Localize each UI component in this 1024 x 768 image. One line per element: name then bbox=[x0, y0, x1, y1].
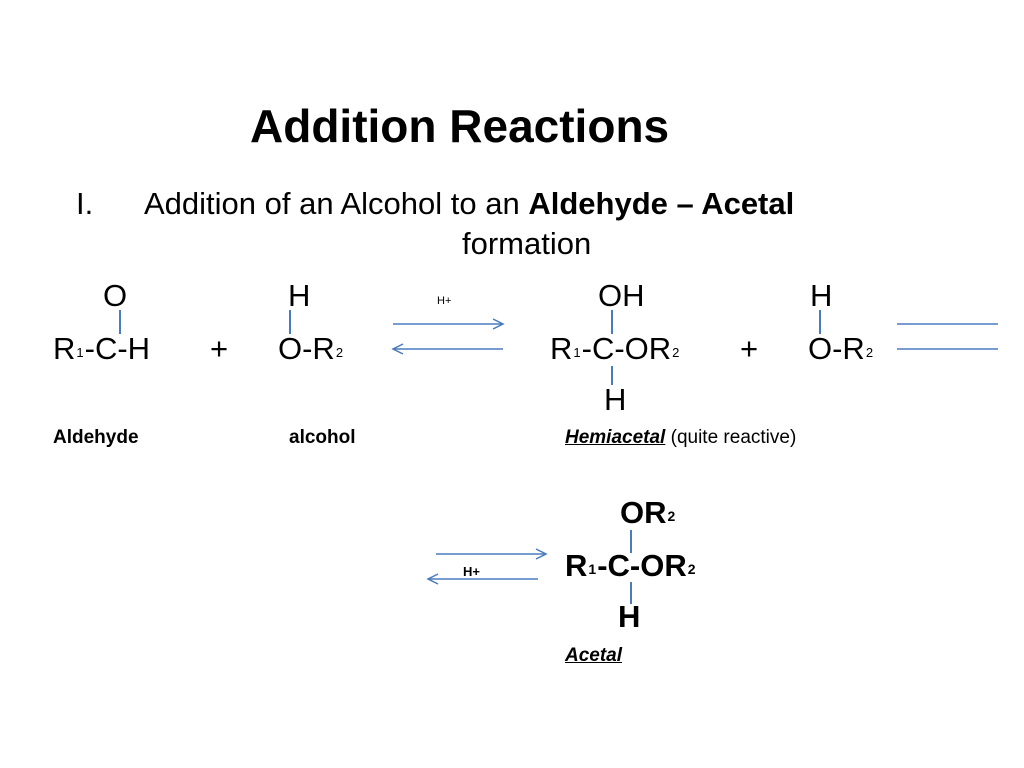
aldehyde-ch: -C-H bbox=[84, 331, 151, 366]
acetal-cor-sub: 2 bbox=[687, 561, 696, 577]
acetal-or-top: OR2 bbox=[620, 497, 676, 528]
hemiacetal-hydrogen: H bbox=[604, 382, 627, 417]
subtitle-bold: Aldehyde – Acetal bbox=[528, 186, 795, 221]
reverse-arrowhead-2 bbox=[426, 573, 439, 585]
hemiacetal-r: R bbox=[550, 331, 573, 366]
reverse-arrowhead-1 bbox=[391, 343, 404, 355]
acetal-formula: R1-C-OR2 bbox=[565, 550, 697, 581]
alcohol-r-sub: 2 bbox=[335, 345, 344, 360]
subtitle-prefix: Addition of an Alcohol to an bbox=[144, 186, 529, 221]
slide-title: Addition Reactions bbox=[250, 100, 670, 152]
alcohol2-formula: O-R2 bbox=[808, 333, 874, 364]
label-aldehyde: Aldehyde bbox=[53, 427, 139, 448]
alcohol2-or: O-R bbox=[808, 331, 865, 366]
alcohol-or: O-R bbox=[278, 331, 335, 366]
aldehyde-r: R bbox=[53, 331, 76, 366]
aldehyde-oxygen: O bbox=[103, 278, 128, 313]
catalyst-label-2: H+ bbox=[463, 564, 480, 579]
acetal-r-sub: 1 bbox=[588, 561, 597, 577]
hemiacetal-note: (quite reactive) bbox=[670, 427, 797, 448]
alcohol-hydrogen: H bbox=[288, 278, 311, 313]
plus-sign-1: + bbox=[210, 331, 229, 366]
subtitle-suffix: formation bbox=[462, 226, 592, 261]
forward-arrowhead-1 bbox=[492, 318, 505, 330]
catalyst-label-1: H+ bbox=[437, 295, 452, 307]
acetal-r: R bbox=[565, 548, 588, 583]
list-number: I. bbox=[76, 186, 94, 221]
label-acetal: Acetal bbox=[565, 646, 622, 665]
alcohol2-hydrogen: H bbox=[810, 278, 833, 313]
alcohol2-r-sub: 2 bbox=[865, 345, 874, 360]
hemiacetal-cor: -C-OR bbox=[581, 331, 672, 366]
hemiacetal-formula: R1-C-OR2 bbox=[550, 333, 680, 364]
acetal-term: Acetal bbox=[565, 645, 623, 666]
hemiacetal-or-sub: 2 bbox=[672, 345, 680, 360]
hemiacetal-term: Hemiacetal bbox=[565, 427, 666, 448]
aldehyde-formula: R1-C-H bbox=[53, 333, 150, 364]
plus-sign-2: + bbox=[740, 331, 759, 366]
forward-arrowhead-2 bbox=[535, 548, 548, 560]
hemiacetal-r-sub: 1 bbox=[573, 345, 581, 360]
hemiacetal-oh: OH bbox=[598, 278, 645, 313]
label-alcohol: alcohol bbox=[289, 427, 356, 448]
aldehyde-r-sub: 1 bbox=[76, 345, 84, 360]
acetal-hydrogen: H bbox=[618, 599, 641, 634]
acetal-or-sub: 2 bbox=[667, 508, 676, 524]
label-hemiacetal: Hemiacetal (quite reactive) bbox=[565, 428, 796, 447]
alcohol-formula: O-R2 bbox=[278, 333, 344, 364]
acetal-or: OR bbox=[620, 495, 667, 530]
subtitle-line: Addition of an Alcohol to an Aldehyde – … bbox=[144, 188, 794, 219]
acetal-cor: -C-OR bbox=[597, 548, 687, 583]
